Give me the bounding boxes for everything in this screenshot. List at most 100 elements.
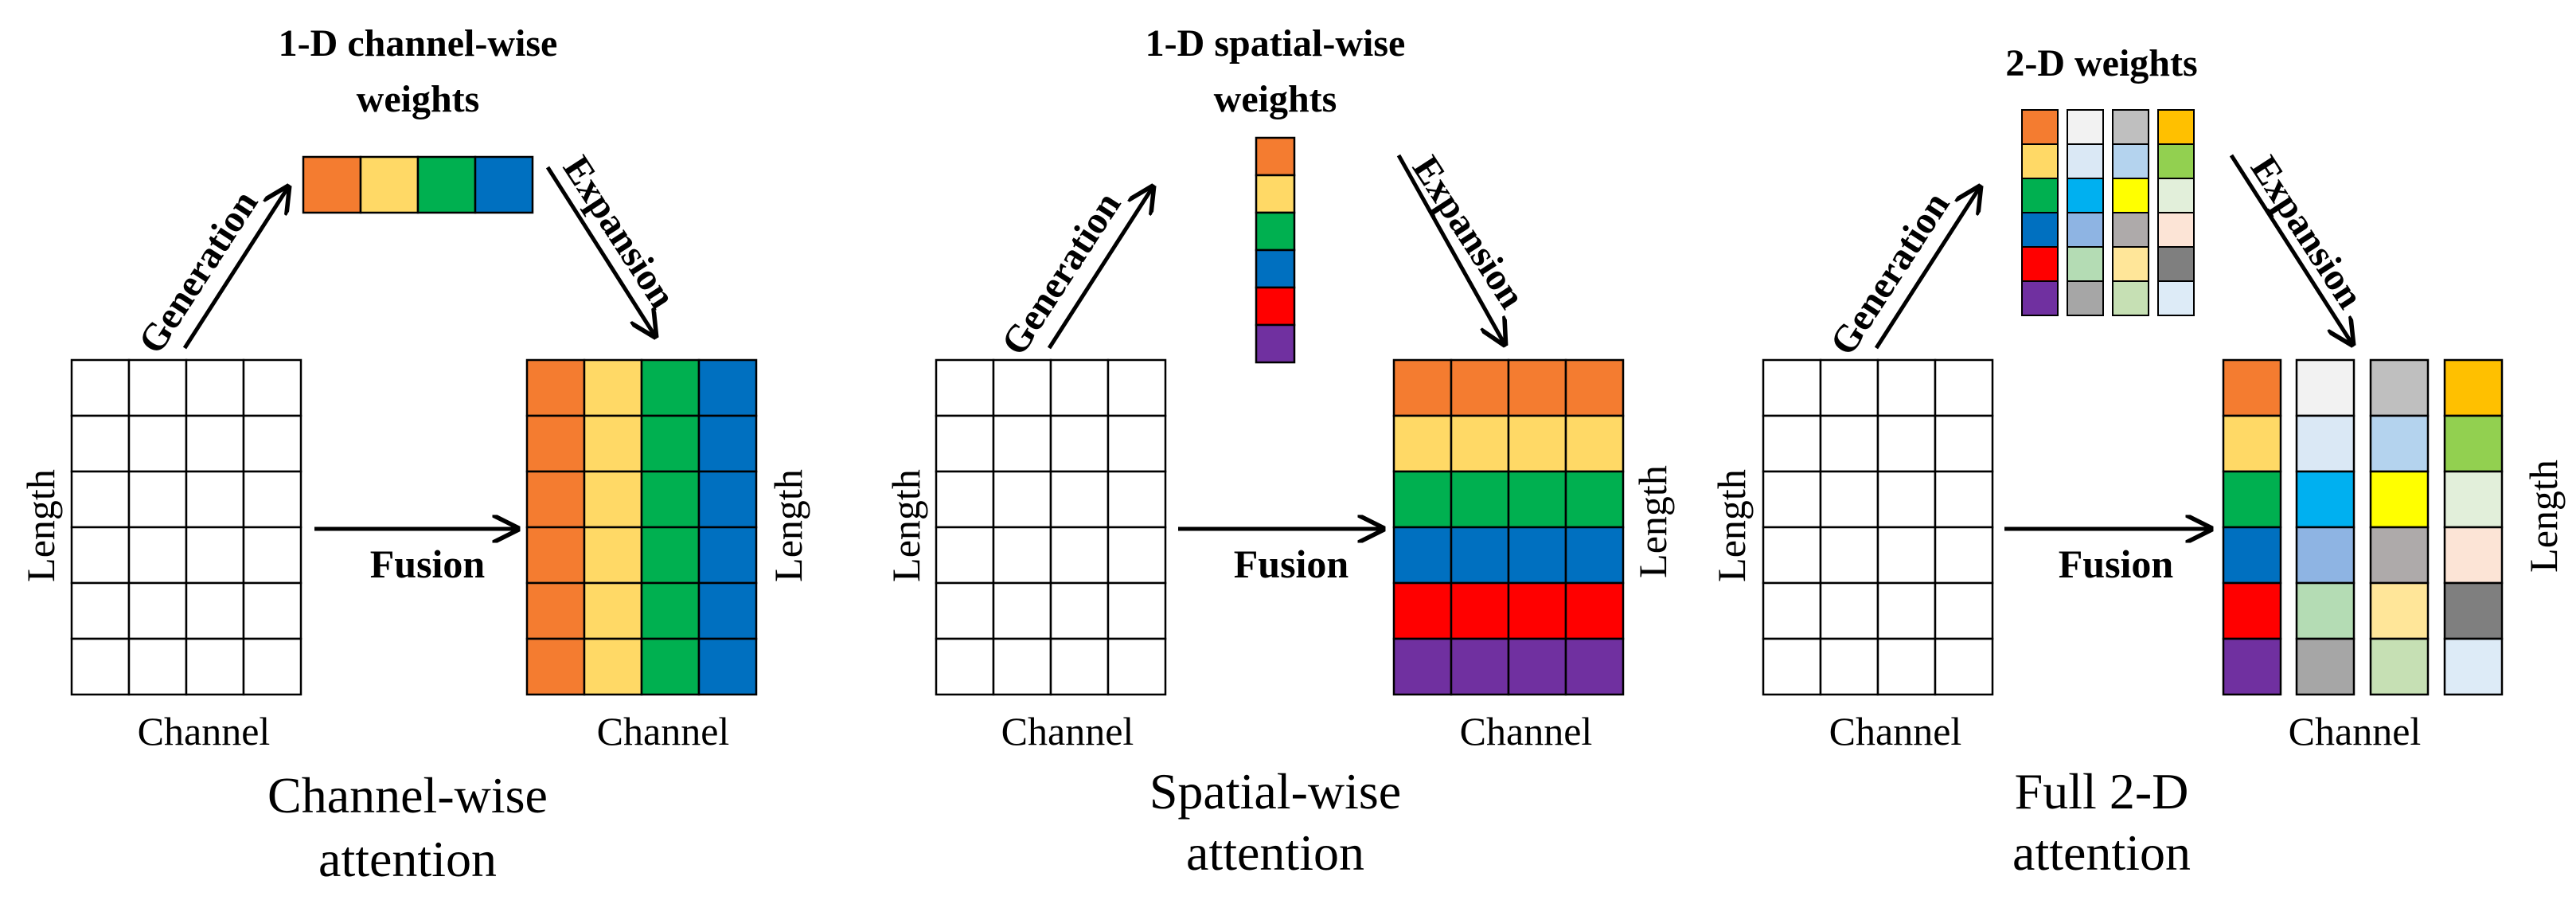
caption-line2: attention bbox=[318, 831, 497, 887]
generation-arrow bbox=[1874, 187, 1980, 350]
input-cell bbox=[1762, 581, 1822, 640]
input-cell bbox=[1819, 637, 1879, 696]
input-axis-channel: Channel bbox=[1829, 709, 1962, 753]
input-cell bbox=[1107, 581, 1167, 640]
output-columns bbox=[2222, 358, 2504, 696]
input-cell bbox=[1762, 470, 1822, 529]
input-grid bbox=[935, 358, 1167, 696]
expansion-label: Expansion bbox=[1404, 148, 1533, 315]
output-cell bbox=[525, 414, 586, 473]
generation-arrow bbox=[182, 187, 288, 350]
output-cell bbox=[1564, 470, 1625, 529]
weights-title-line2: weights bbox=[1214, 78, 1337, 120]
caption-line1: Full 2-D bbox=[2015, 763, 2189, 820]
output-cell bbox=[583, 358, 643, 417]
input-cell bbox=[1049, 414, 1110, 473]
input-cell bbox=[127, 581, 188, 640]
weight-cell bbox=[1255, 174, 1296, 214]
output-cell bbox=[2443, 358, 2504, 417]
input-cell bbox=[1107, 358, 1167, 417]
input-cell bbox=[1762, 526, 1822, 585]
weight-cell bbox=[2112, 280, 2149, 316]
weight-cell bbox=[2157, 280, 2195, 316]
weight-cell bbox=[2157, 109, 2195, 145]
weights-title-line1: 1-D spatial-wise bbox=[1146, 22, 1406, 65]
input-cell bbox=[935, 470, 995, 529]
weight-cell bbox=[1255, 136, 1296, 177]
input-cell bbox=[935, 637, 995, 696]
weight-cell bbox=[302, 155, 362, 214]
input-cell bbox=[1876, 637, 1937, 696]
weights-title-line2: weights bbox=[357, 78, 480, 120]
output-cell bbox=[2443, 637, 2504, 696]
output-cell bbox=[2369, 358, 2430, 417]
output-cell bbox=[2369, 414, 2430, 473]
output-cell bbox=[2443, 470, 2504, 529]
input-cell bbox=[70, 581, 131, 640]
output-grid bbox=[1392, 358, 1625, 696]
input-cell bbox=[935, 581, 995, 640]
panel-full-2d: 2-D weights Generation Expansion Length … bbox=[1709, 42, 2566, 881]
output-cell bbox=[1507, 470, 1567, 529]
input-cell bbox=[992, 637, 1052, 696]
expansion-arrow bbox=[545, 166, 655, 336]
caption-line1: Spatial-wise bbox=[1149, 763, 1401, 820]
input-cell bbox=[1819, 358, 1879, 417]
weight-cell bbox=[2067, 246, 2104, 282]
input-axis-length: Length bbox=[1709, 469, 1754, 582]
output-cell bbox=[1392, 581, 1453, 640]
output-cell bbox=[1564, 526, 1625, 585]
expansion-label: Expansion bbox=[555, 148, 684, 315]
output-cell bbox=[1507, 414, 1567, 473]
output-cell bbox=[1392, 414, 1453, 473]
input-cell bbox=[70, 526, 131, 585]
caption-line2: attention bbox=[1186, 824, 1364, 881]
output-cell bbox=[1392, 526, 1453, 585]
weight-cell bbox=[1255, 249, 1296, 289]
weight-cell bbox=[2067, 178, 2104, 213]
fusion-label: Fusion bbox=[2059, 542, 2174, 586]
input-cell bbox=[70, 414, 131, 473]
input-grid bbox=[70, 358, 302, 696]
output-cell bbox=[640, 581, 701, 640]
weight-cell bbox=[2157, 143, 2195, 179]
output-cell bbox=[640, 637, 701, 696]
output-cell bbox=[1450, 526, 1510, 585]
input-cell bbox=[1934, 637, 1994, 696]
input-cell bbox=[242, 526, 302, 585]
output-cell bbox=[1450, 637, 1510, 696]
output-grid bbox=[525, 358, 758, 696]
output-cell bbox=[1507, 637, 1567, 696]
output-cell bbox=[1507, 358, 1567, 417]
weight-cell bbox=[2157, 178, 2195, 213]
generation-label: Generation bbox=[1822, 185, 1958, 362]
input-cell bbox=[1762, 637, 1822, 696]
input-cell bbox=[992, 470, 1052, 529]
output-axis-length: Length bbox=[2521, 460, 2566, 573]
input-axis-length: Length bbox=[884, 469, 928, 582]
output-cell bbox=[640, 358, 701, 417]
input-cell bbox=[1762, 358, 1822, 417]
weight-cell bbox=[474, 155, 534, 214]
input-cell bbox=[127, 526, 188, 585]
output-cell bbox=[2369, 470, 2430, 529]
weight-cell bbox=[2157, 246, 2195, 282]
input-cell bbox=[70, 358, 131, 417]
caption-line1: Channel-wise bbox=[267, 767, 548, 824]
input-cell bbox=[935, 526, 995, 585]
input-cell bbox=[242, 470, 302, 529]
input-cell bbox=[1819, 470, 1879, 529]
output-axis-channel: Channel bbox=[2289, 709, 2422, 753]
output-cell bbox=[640, 470, 701, 529]
input-cell bbox=[992, 581, 1052, 640]
input-cell bbox=[1876, 470, 1937, 529]
output-cell bbox=[2443, 414, 2504, 473]
output-cell bbox=[1450, 581, 1510, 640]
output-cell bbox=[2295, 470, 2355, 529]
input-cell bbox=[992, 526, 1052, 585]
input-cell bbox=[127, 637, 188, 696]
panel-channel-wise: 1-D channel-wise weights Generation Expa… bbox=[18, 22, 810, 887]
output-cell bbox=[583, 414, 643, 473]
output-axis-length: Length bbox=[766, 469, 810, 582]
